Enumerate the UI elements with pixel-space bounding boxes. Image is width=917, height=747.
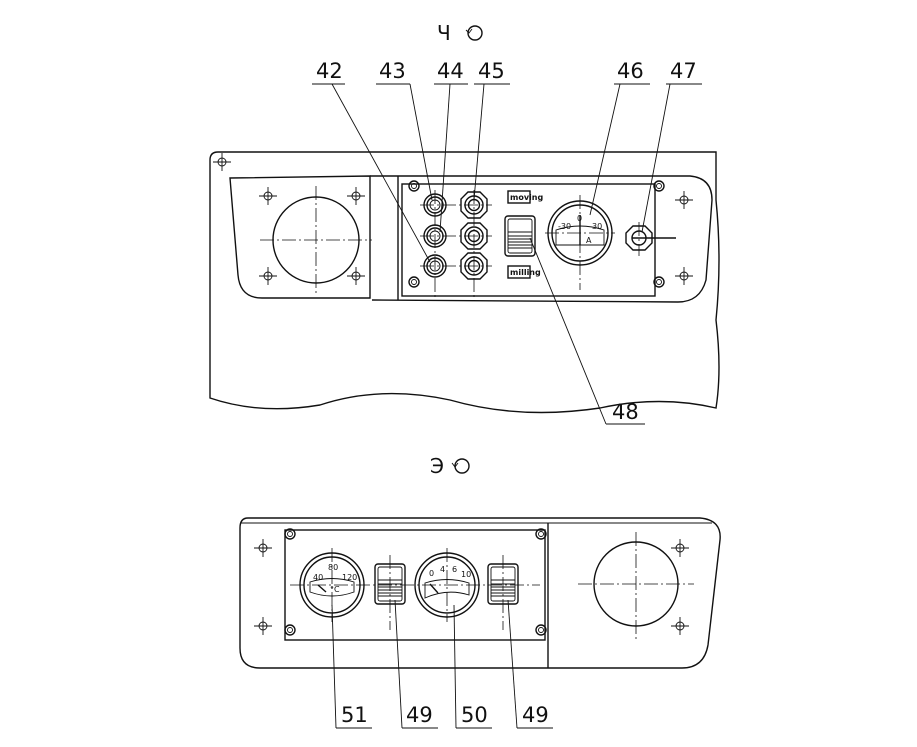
- label-text: 80: [328, 563, 338, 572]
- label-text: 0: [577, 214, 582, 223]
- tag-milling: [507, 265, 531, 279]
- mode-rocker-switch[interactable]: [504, 215, 536, 257]
- drawing-line: [429, 583, 439, 594]
- label-text: Ч: [437, 21, 451, 45]
- label-text: 0: [429, 569, 434, 578]
- drawing-line: [453, 604, 457, 729]
- drawing-line: [641, 83, 671, 233]
- label-text: 30: [592, 222, 602, 231]
- label-text: Э: [430, 454, 444, 478]
- key-switch[interactable]: [625, 222, 676, 256]
- label-text: -30: [558, 222, 571, 231]
- rotation-icon: [454, 458, 470, 474]
- label-text: 42: [316, 59, 343, 83]
- label-text: 40: [313, 573, 323, 582]
- label-text: 48: [612, 400, 639, 424]
- drawing-line: [229, 175, 371, 299]
- pressure-gauge: 0 4 6 10: [414, 548, 480, 622]
- drawing-line: [331, 83, 431, 263]
- drawing-line: [346, 266, 366, 286]
- label-text: 6: [452, 565, 457, 574]
- switch-plate: [401, 183, 656, 297]
- drawing-line: [346, 186, 366, 206]
- drawing-line: [507, 599, 518, 729]
- label-text: moving: [510, 193, 543, 202]
- tag-moving: [507, 190, 531, 204]
- drawing-line: [258, 266, 278, 286]
- gauge-plate: [284, 529, 546, 641]
- label-text: 45: [478, 59, 505, 83]
- drawing-line: [209, 151, 720, 414]
- label-text: 50: [461, 703, 488, 727]
- drawing-line: [317, 584, 327, 593]
- label-text: 49: [406, 703, 433, 727]
- drawing-line: [212, 152, 232, 172]
- drawing-line: [670, 616, 690, 636]
- drawing-line: [473, 83, 485, 201]
- drawing-line: [424, 579, 470, 599]
- label-text: 10: [461, 570, 471, 579]
- drawing-line: [371, 175, 713, 303]
- drawing-line: [408, 180, 420, 192]
- view-label-bottom: Э: [430, 454, 470, 478]
- drawing-line: [253, 616, 273, 636]
- drawing-line: [258, 186, 278, 206]
- drawing-line: [284, 624, 296, 636]
- drawing-line: [674, 190, 694, 210]
- label-text: A: [586, 236, 592, 245]
- drawing-line: [394, 599, 403, 729]
- drawing-line: [439, 83, 451, 233]
- drawing-line: [670, 538, 690, 558]
- drawing-line: [408, 276, 420, 288]
- label-text: milling: [510, 268, 541, 277]
- ammeter-gauge: -30 0 30 A: [545, 195, 615, 290]
- drawing-line: [625, 225, 653, 251]
- label-text: 44: [437, 59, 464, 83]
- bottom-callouts: 51 49 50 49: [331, 599, 553, 729]
- top-callouts: 42 43 44 45 46 47 48: [312, 59, 702, 425]
- drawing-line: [465, 28, 473, 34]
- label-text: 4: [440, 565, 445, 574]
- view-label-top: Ч: [437, 21, 483, 45]
- label-text: 51: [341, 703, 368, 727]
- drawing-line: [309, 578, 355, 597]
- drawing-line: [529, 237, 607, 425]
- drawing-line: [589, 83, 621, 216]
- drawing-line: [555, 225, 605, 246]
- drawing-line: [409, 83, 433, 201]
- bottom-panel: 40 80 120 °C 0 4 6 10: [239, 517, 721, 669]
- drawing-line: [451, 462, 459, 468]
- top-panel: moving milling -30 0 30 A: [209, 151, 720, 414]
- label-text: °C: [330, 585, 340, 594]
- label-text: 46: [617, 59, 644, 83]
- drawing-line: [239, 517, 721, 669]
- drawing-line: [674, 266, 694, 286]
- drawing-line: [331, 604, 337, 729]
- rotation-icon: [467, 25, 483, 41]
- label-text: 49: [522, 703, 549, 727]
- label-text: 43: [379, 59, 406, 83]
- label-text: 120: [342, 573, 357, 582]
- drawing-line: [253, 538, 273, 558]
- indicator-lamp-buttons: [420, 190, 492, 298]
- label-text: 47: [670, 59, 697, 83]
